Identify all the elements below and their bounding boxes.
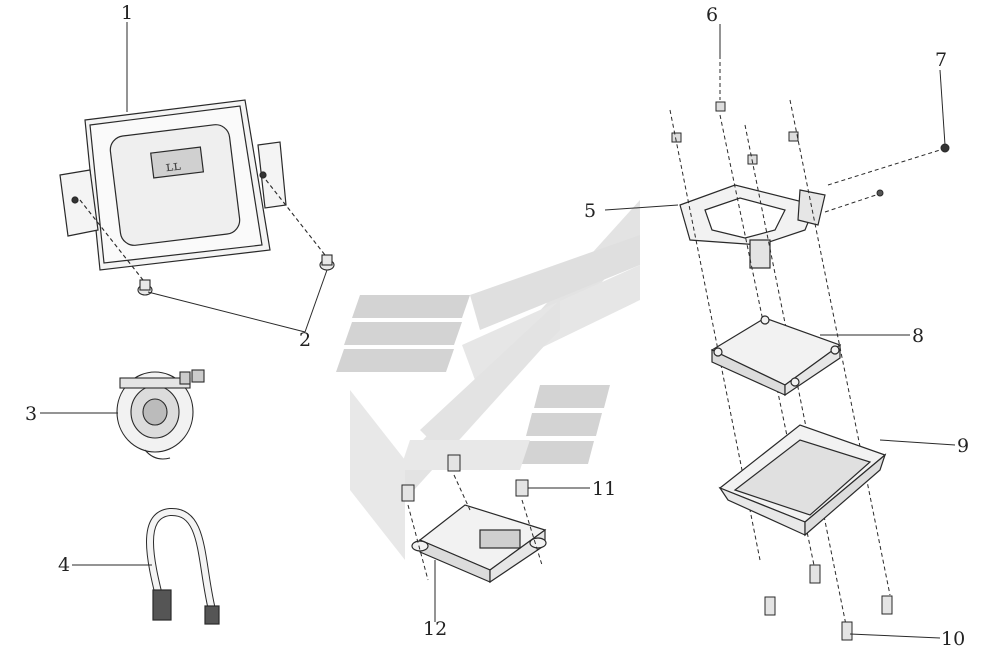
part-4-wire-harness (146, 508, 220, 625)
part-3-clock-spring (116, 369, 205, 460)
part-label-5: 5 (584, 200, 597, 222)
part-label-9: 9 (957, 435, 970, 457)
part-12-sensor-module (411, 504, 547, 584)
watermark-logo (336, 200, 640, 560)
part-label-2: 2 (299, 329, 312, 351)
part-2-screws (79, 179, 335, 296)
part-label-6: 6 (706, 4, 719, 26)
part-label-8: 8 (912, 325, 925, 347)
part-5-bracket (679, 184, 826, 269)
part-1-control-module: ʟʟ (59, 99, 287, 271)
part-8-airbag-module (710, 315, 842, 397)
leader-lines (40, 22, 956, 639)
part-11-bolts (401, 454, 543, 581)
part-label-4: 4 (58, 554, 71, 576)
part-label-10: 10 (941, 628, 966, 650)
svg-text:ʟʟ: ʟʟ (165, 158, 182, 176)
part-9-tray (718, 424, 887, 537)
part-label-3: 3 (25, 403, 38, 425)
part-label-12: 12 (423, 618, 448, 640)
part-label-1: 1 (121, 2, 134, 24)
part-label-7: 7 (935, 49, 948, 71)
part-10-bolts (764, 564, 893, 641)
part-label-11: 11 (592, 478, 617, 500)
